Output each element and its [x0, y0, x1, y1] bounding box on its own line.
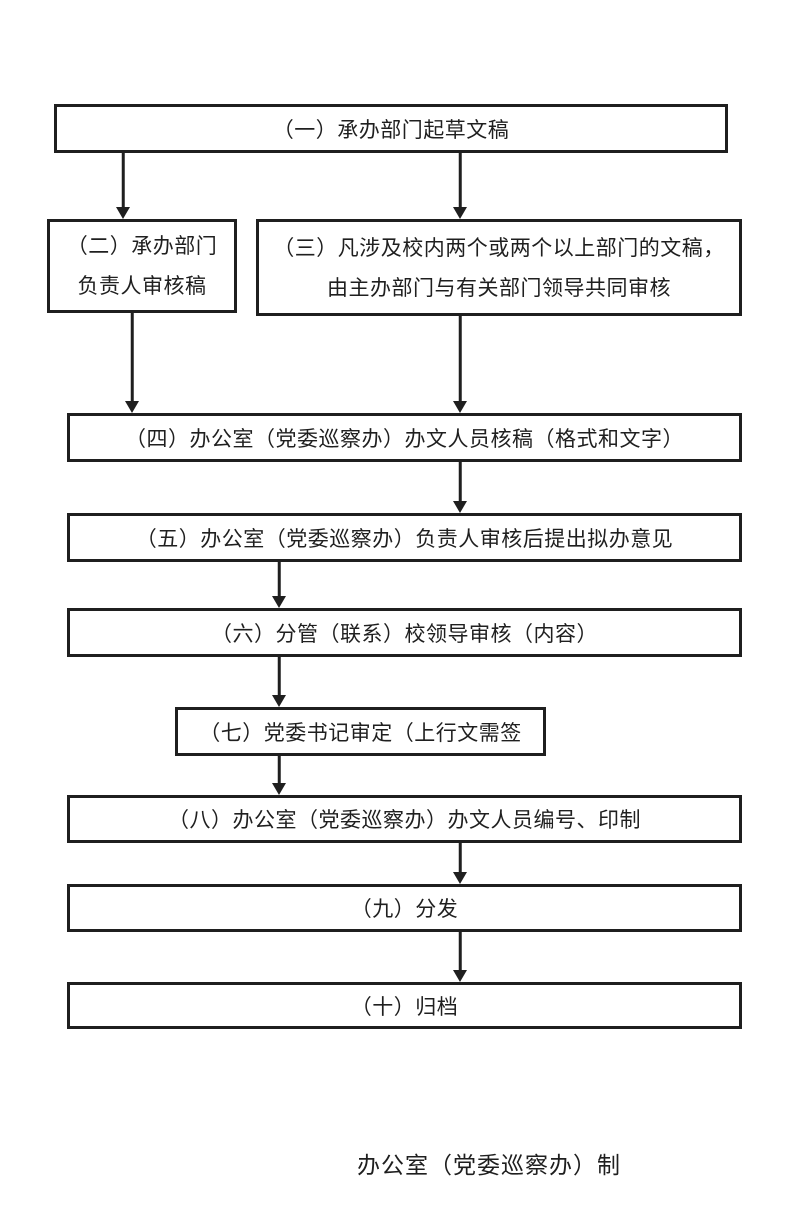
arrow-head-icon — [453, 872, 467, 884]
arrow-shaft — [458, 153, 462, 210]
arrow-head-icon — [453, 501, 467, 513]
arrow-shaft — [458, 316, 462, 404]
arrow-step6-to-step7-icon — [272, 657, 286, 707]
flow-step-2-label-line1: （二）承办部门 — [66, 234, 218, 258]
flow-step-6-box: （六）分管（联系）校领导审核（内容） — [67, 608, 742, 657]
arrow-shaft — [277, 657, 281, 698]
footer-credit: 办公室（党委巡察办）制 — [357, 1153, 621, 1178]
arrow-step7-to-step8-icon — [272, 756, 286, 795]
flow-step-6-label: （六）分管（联系）校领导审核（内容） — [211, 621, 598, 646]
flow-step-3-label-line2: 由主办部门与有关部门领导共同审核 — [327, 275, 671, 300]
arrow-head-icon — [116, 207, 130, 219]
arrow-head-icon — [272, 695, 286, 707]
flow-step-2-box: （二）承办部门 负责人审核稿 — [47, 219, 237, 313]
flow-step-5-label: （五）办公室（党委巡察办）负责人审核后提出拟办意见 — [135, 526, 674, 551]
flow-step-8-box: （八）办公室（党委巡察办）办文人员编号、印制 — [67, 795, 742, 843]
flow-step-5-box: （五）办公室（党委巡察办）负责人审核后提出拟办意见 — [67, 513, 742, 562]
arrow-shaft — [130, 313, 134, 404]
arrow-step1-to-step2-icon — [116, 153, 130, 219]
flow-step-3-box: （三）凡涉及校内两个或两个以上部门的文稿， 由主办部门与有关部门领导共同审核 — [256, 219, 742, 316]
arrow-step2-to-step4-icon — [125, 313, 139, 413]
arrow-head-icon — [453, 401, 467, 413]
arrow-head-icon — [272, 596, 286, 608]
arrow-step4-to-step5-icon — [453, 462, 467, 513]
flow-step-9-box: （九）分发 — [67, 884, 742, 932]
flow-step-4-label: （四）办公室（党委巡察办）办文人员核稿（格式和文字） — [125, 426, 684, 451]
arrow-step3-to-step4-icon — [453, 316, 467, 413]
arrow-head-icon — [453, 970, 467, 982]
flow-step-1-label: （一）承办部门起草文稿 — [272, 117, 510, 142]
arrow-step8-to-step9-icon — [453, 843, 467, 884]
flow-step-10-box: （十）归档 — [67, 982, 742, 1029]
flow-step-9-label: （九）分发 — [350, 897, 459, 921]
flow-step-7-label: （七）党委书记审定（上行文需签 — [199, 720, 522, 745]
arrow-shaft — [458, 843, 462, 875]
arrow-step9-to-step10-icon — [453, 932, 467, 982]
flow-step-3-label-line1: （三）凡涉及校内两个或两个以上部门的文稿， — [273, 235, 725, 260]
flow-step-4-box: （四）办公室（党委巡察办）办文人员核稿（格式和文字） — [67, 413, 742, 462]
flow-step-7-box: （七）党委书记审定（上行文需签 — [175, 707, 546, 756]
flow-step-8-label: （八）办公室（党委巡察办）办文人员编号、印制 — [168, 808, 641, 832]
arrow-shaft — [277, 756, 281, 786]
flow-step-1-box: （一）承办部门起草文稿 — [54, 104, 728, 153]
arrow-shaft — [458, 462, 462, 504]
flow-step-2-label-line2: 负责人审核稿 — [77, 274, 207, 298]
flow-step-10-label: （十）归档 — [350, 994, 459, 1019]
arrow-head-icon — [453, 207, 467, 219]
arrow-head-icon — [125, 401, 139, 413]
arrow-step1-to-step3-icon — [453, 153, 467, 219]
arrow-shaft — [121, 153, 125, 210]
arrow-step5-to-step6-icon — [272, 562, 286, 608]
arrow-head-icon — [272, 783, 286, 795]
arrow-shaft — [458, 932, 462, 973]
arrow-shaft — [277, 562, 281, 599]
